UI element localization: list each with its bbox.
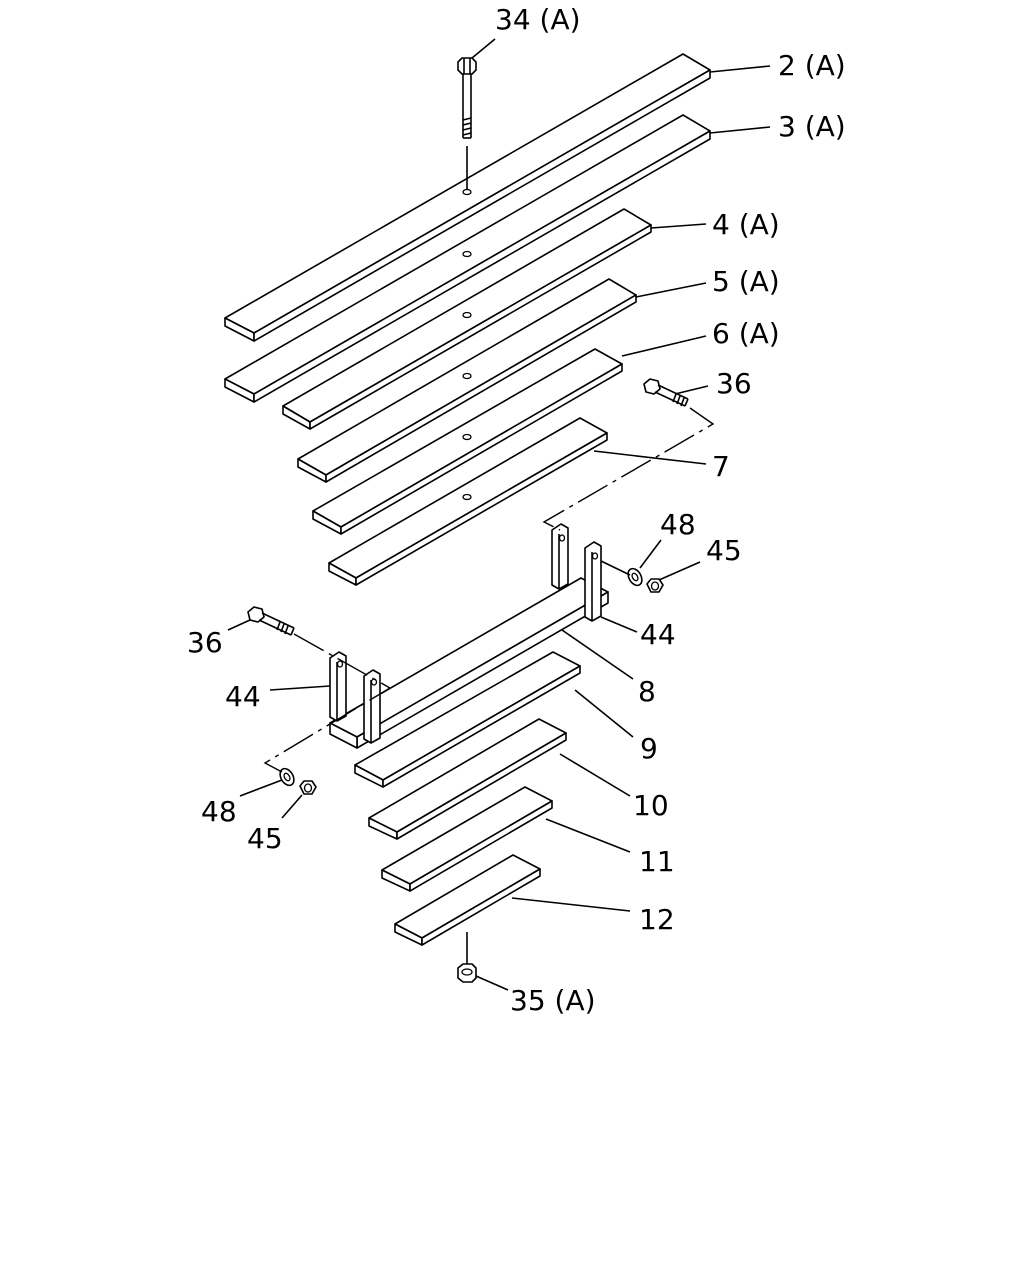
leaf-10 <box>368 718 567 840</box>
center-bolt-34 <box>457 57 477 190</box>
label-45-right: 45 <box>706 534 742 567</box>
hanger-plate-44-right <box>551 523 602 622</box>
bolt-36-right <box>643 378 689 407</box>
nut-35 <box>457 932 477 983</box>
label-10: 10 <box>633 789 669 822</box>
label-6: 6 (A) <box>712 317 780 350</box>
washer-48-right <box>627 567 643 587</box>
washer-48-left <box>279 767 295 787</box>
leaf-9 <box>354 651 581 788</box>
bracket-8 <box>329 577 609 749</box>
label-48-right: 48 <box>660 508 696 541</box>
label-36-left: 36 <box>187 626 223 659</box>
label-2: 2 (A) <box>778 49 846 82</box>
label-44-left: 44 <box>225 680 261 713</box>
label-5: 5 (A) <box>712 265 780 298</box>
axis-lines <box>263 407 715 773</box>
leader-lines <box>227 38 771 991</box>
label-45-left: 45 <box>247 822 283 855</box>
label-35: 35 (A) <box>510 984 596 1017</box>
label-12: 12 <box>639 903 675 936</box>
label-11: 11 <box>639 845 675 878</box>
nut-45-right <box>646 578 664 593</box>
label-7: 7 <box>712 450 730 483</box>
label-8: 8 <box>638 675 656 708</box>
hanger-plate-44-left <box>329 651 381 744</box>
bolt-36-left <box>247 606 295 636</box>
leaf-12 <box>394 854 541 946</box>
nut-45-left <box>299 780 317 795</box>
label-4: 4 (A) <box>712 208 780 241</box>
leaf-2 <box>224 53 711 342</box>
label-48-left: 48 <box>201 795 237 828</box>
label-3: 3 (A) <box>778 110 846 143</box>
label-36-right: 36 <box>716 367 752 400</box>
label-34: 34 (A) <box>495 3 581 36</box>
leaf-11 <box>381 786 553 892</box>
label-9: 9 <box>640 732 658 765</box>
label-44-right: 44 <box>640 618 676 651</box>
